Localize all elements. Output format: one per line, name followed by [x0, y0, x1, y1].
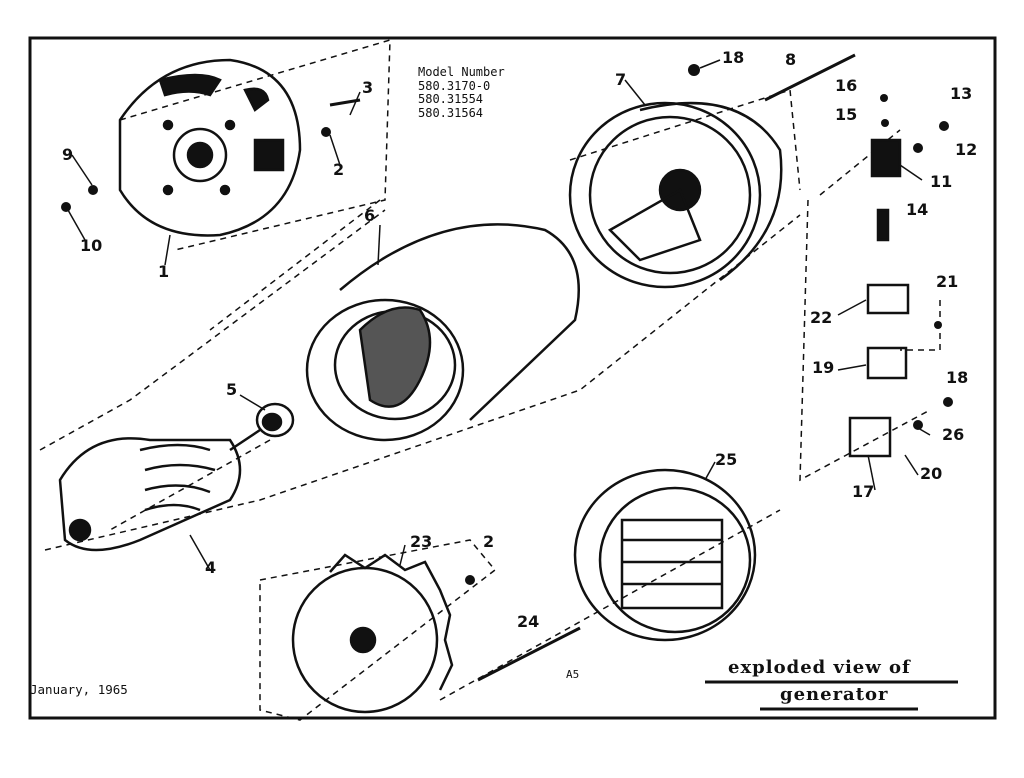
part-label-17: 17 — [852, 482, 875, 501]
hardware-dots — [61, 64, 953, 585]
part-label-21: 21 — [936, 272, 959, 291]
part-label-8: 8 — [785, 50, 797, 69]
electrical-parts — [848, 138, 910, 458]
model-number-1: 580.3170-0 — [418, 78, 491, 93]
part-label-4: 4 — [205, 558, 217, 577]
end-cover-part — [573, 468, 757, 642]
through-bolts — [329, 53, 856, 682]
part-label-12: 12 — [955, 140, 978, 159]
date-label: January, 1965 — [30, 682, 128, 697]
leader-lines — [67, 59, 931, 571]
page-code: A5 — [566, 668, 580, 681]
part-label-26: 26 — [942, 425, 965, 444]
end-bracket-part — [568, 101, 783, 289]
part-label-25: 25 — [715, 450, 738, 469]
part-label-20: 20 — [920, 464, 943, 483]
part-label-15: 15 — [835, 105, 858, 124]
part-label-13: 13 — [950, 84, 973, 103]
model-number-3: 580.31564 — [418, 105, 484, 120]
bearing-part — [255, 402, 295, 438]
part-label-11: 11 — [930, 172, 953, 191]
caption-line-1: exploded view of — [728, 657, 911, 678]
part-label-18b: 18 — [946, 368, 969, 387]
part-label-24: 24 — [517, 612, 540, 631]
part-label-1: 1 — [158, 262, 170, 281]
part-label-2a: 2 — [333, 160, 345, 179]
part-label-9: 9 — [62, 145, 74, 164]
page-border — [28, 36, 997, 720]
caption-line-2: generator — [780, 684, 889, 705]
part-label-19: 19 — [812, 358, 835, 377]
part-label-3: 3 — [362, 78, 374, 97]
fan-part — [291, 553, 454, 714]
part-label-5: 5 — [226, 380, 238, 399]
armature-part — [58, 428, 261, 552]
part-label-18a: 18 — [722, 48, 745, 67]
part-label-10: 10 — [80, 236, 103, 255]
part-label-2b: 2 — [483, 532, 495, 551]
part-label-6: 6 — [364, 206, 376, 225]
part-label-16: 16 — [835, 76, 858, 95]
assembly-lines — [39, 38, 941, 721]
model-number-2: 580.31554 — [418, 92, 484, 106]
part-label-23: 23 — [410, 532, 433, 551]
part-label-22: 22 — [810, 308, 833, 327]
model-number-heading: Model Number — [418, 65, 505, 79]
model-number-block: Model Number 580.3170-0 580.31554 580.31… — [418, 65, 505, 120]
part-label-7: 7 — [615, 70, 627, 89]
end-bell-part — [118, 58, 302, 237]
housing-part — [305, 223, 580, 442]
part-label-14: 14 — [906, 200, 929, 219]
